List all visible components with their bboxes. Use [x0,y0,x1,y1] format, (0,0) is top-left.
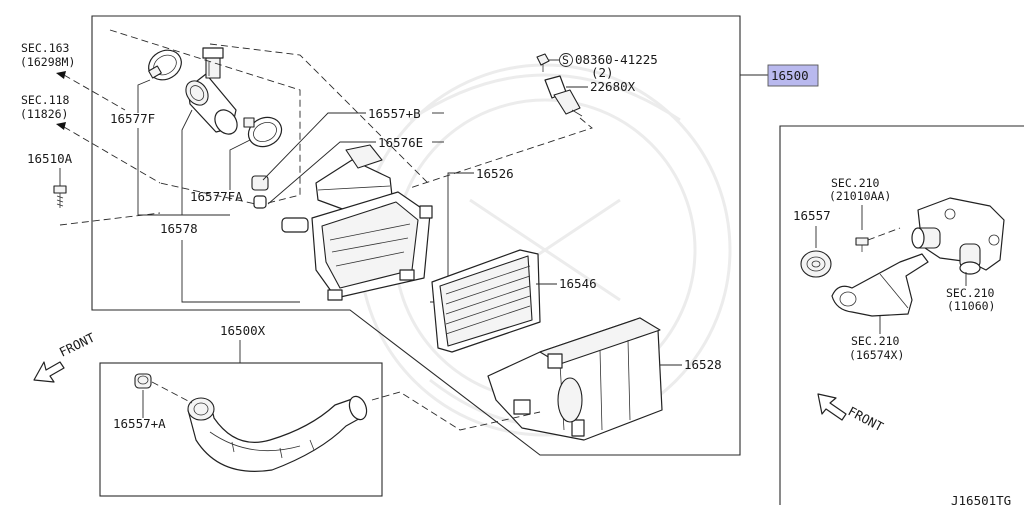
mass-airflow-sensor-16578 [185,47,238,135]
label-16500[interactable]: 16500 [771,68,809,83]
label-16557b[interactable]: 16557+B [368,106,421,121]
lead-16578-box [181,240,300,303]
bolt-16510a [53,185,67,208]
label-16557[interactable]: 16557 [793,208,831,223]
label-sec163-line1[interactable]: SEC.163 [21,41,70,55]
dash-sec118 [63,126,161,184]
label-front-right: FRONT [846,403,887,434]
hose-clamp-16577f [148,49,182,81]
label-sec118-line1[interactable]: SEC.118 [21,93,70,107]
right-panel-frame [779,125,1024,505]
symbol-s-circle [559,53,573,67]
bolt-08360-41225 [536,53,550,72]
air-cleaner-case-16528 [487,317,663,441]
label-22680x[interactable]: 22680X [590,79,636,94]
label-16526[interactable]: 16526 [476,166,514,181]
arrow-sec118 [56,122,66,130]
grommet-16557 [800,250,832,278]
label-16578[interactable]: 16578 [160,221,198,236]
dash-16500x-link [371,391,541,431]
label-sec210c-line2: (16574X) [849,348,904,362]
symbol-s: S [562,53,569,67]
label-sec118-line2: (11826) [20,107,68,121]
dash-21010aa [867,227,901,241]
sensor-22680x [544,75,583,117]
label-16510a[interactable]: 16510A [27,151,73,166]
lead-16578 [181,109,193,215]
grommet-16557a [134,373,152,389]
dash-maf-outline [109,29,301,206]
inset-16500x-frame [99,362,383,497]
label-sec163-line2: (16298M) [20,55,75,69]
label-bolt-08360[interactable]: 08360-41225 [575,52,658,67]
arrow-sec163 [56,71,66,79]
label-16546[interactable]: 16546 [559,276,597,291]
bolt-21010aa [855,237,869,252]
grommet-16557b [251,175,269,209]
lead-16577fa [229,139,251,190]
label-16577fa[interactable]: 16577FA [190,189,243,204]
label-sec210b-line2: (11060) [947,299,995,313]
highlight-16500 [767,64,819,87]
reference-code: J16501TG [951,493,1011,508]
thermostat-housing-11060 [911,197,1005,275]
main-assembly-frame [91,15,741,456]
dash-16557a [151,381,193,404]
label-sec210a-line2: (21010AA) [829,189,891,203]
label-front-left: FRONT [57,330,98,360]
bracket-16574x [831,253,929,317]
lead-16557b [262,112,366,181]
label-16577f[interactable]: 16577F [110,111,155,126]
dash-22680x [409,117,593,189]
label-bolt-qty: (2) [591,65,614,80]
label-16528[interactable]: 16528 [684,357,722,372]
air-duct-16500x [187,395,368,472]
front-arrow-left-icon [33,361,65,383]
label-sec210b-line1[interactable]: SEC.210 [946,286,995,300]
label-16576e[interactable]: 16576E [378,135,423,150]
dash-sec163 [63,74,126,111]
air-cleaner-cover-16526 [281,191,433,301]
label-16500x[interactable]: 16500X [220,323,266,338]
lead-16577f [137,79,151,113]
air-filter-element-16546 [431,249,541,353]
dash-maf-top [209,43,431,186]
label-sec210c-line1[interactable]: SEC.210 [851,334,900,348]
front-arrow-right-icon [817,393,847,421]
hose-clamp-16577fa [243,116,283,148]
label-sec210a-line1[interactable]: SEC.210 [831,176,880,190]
label-16557a[interactable]: 16557+A [113,416,166,431]
lead-16576e [267,141,376,205]
